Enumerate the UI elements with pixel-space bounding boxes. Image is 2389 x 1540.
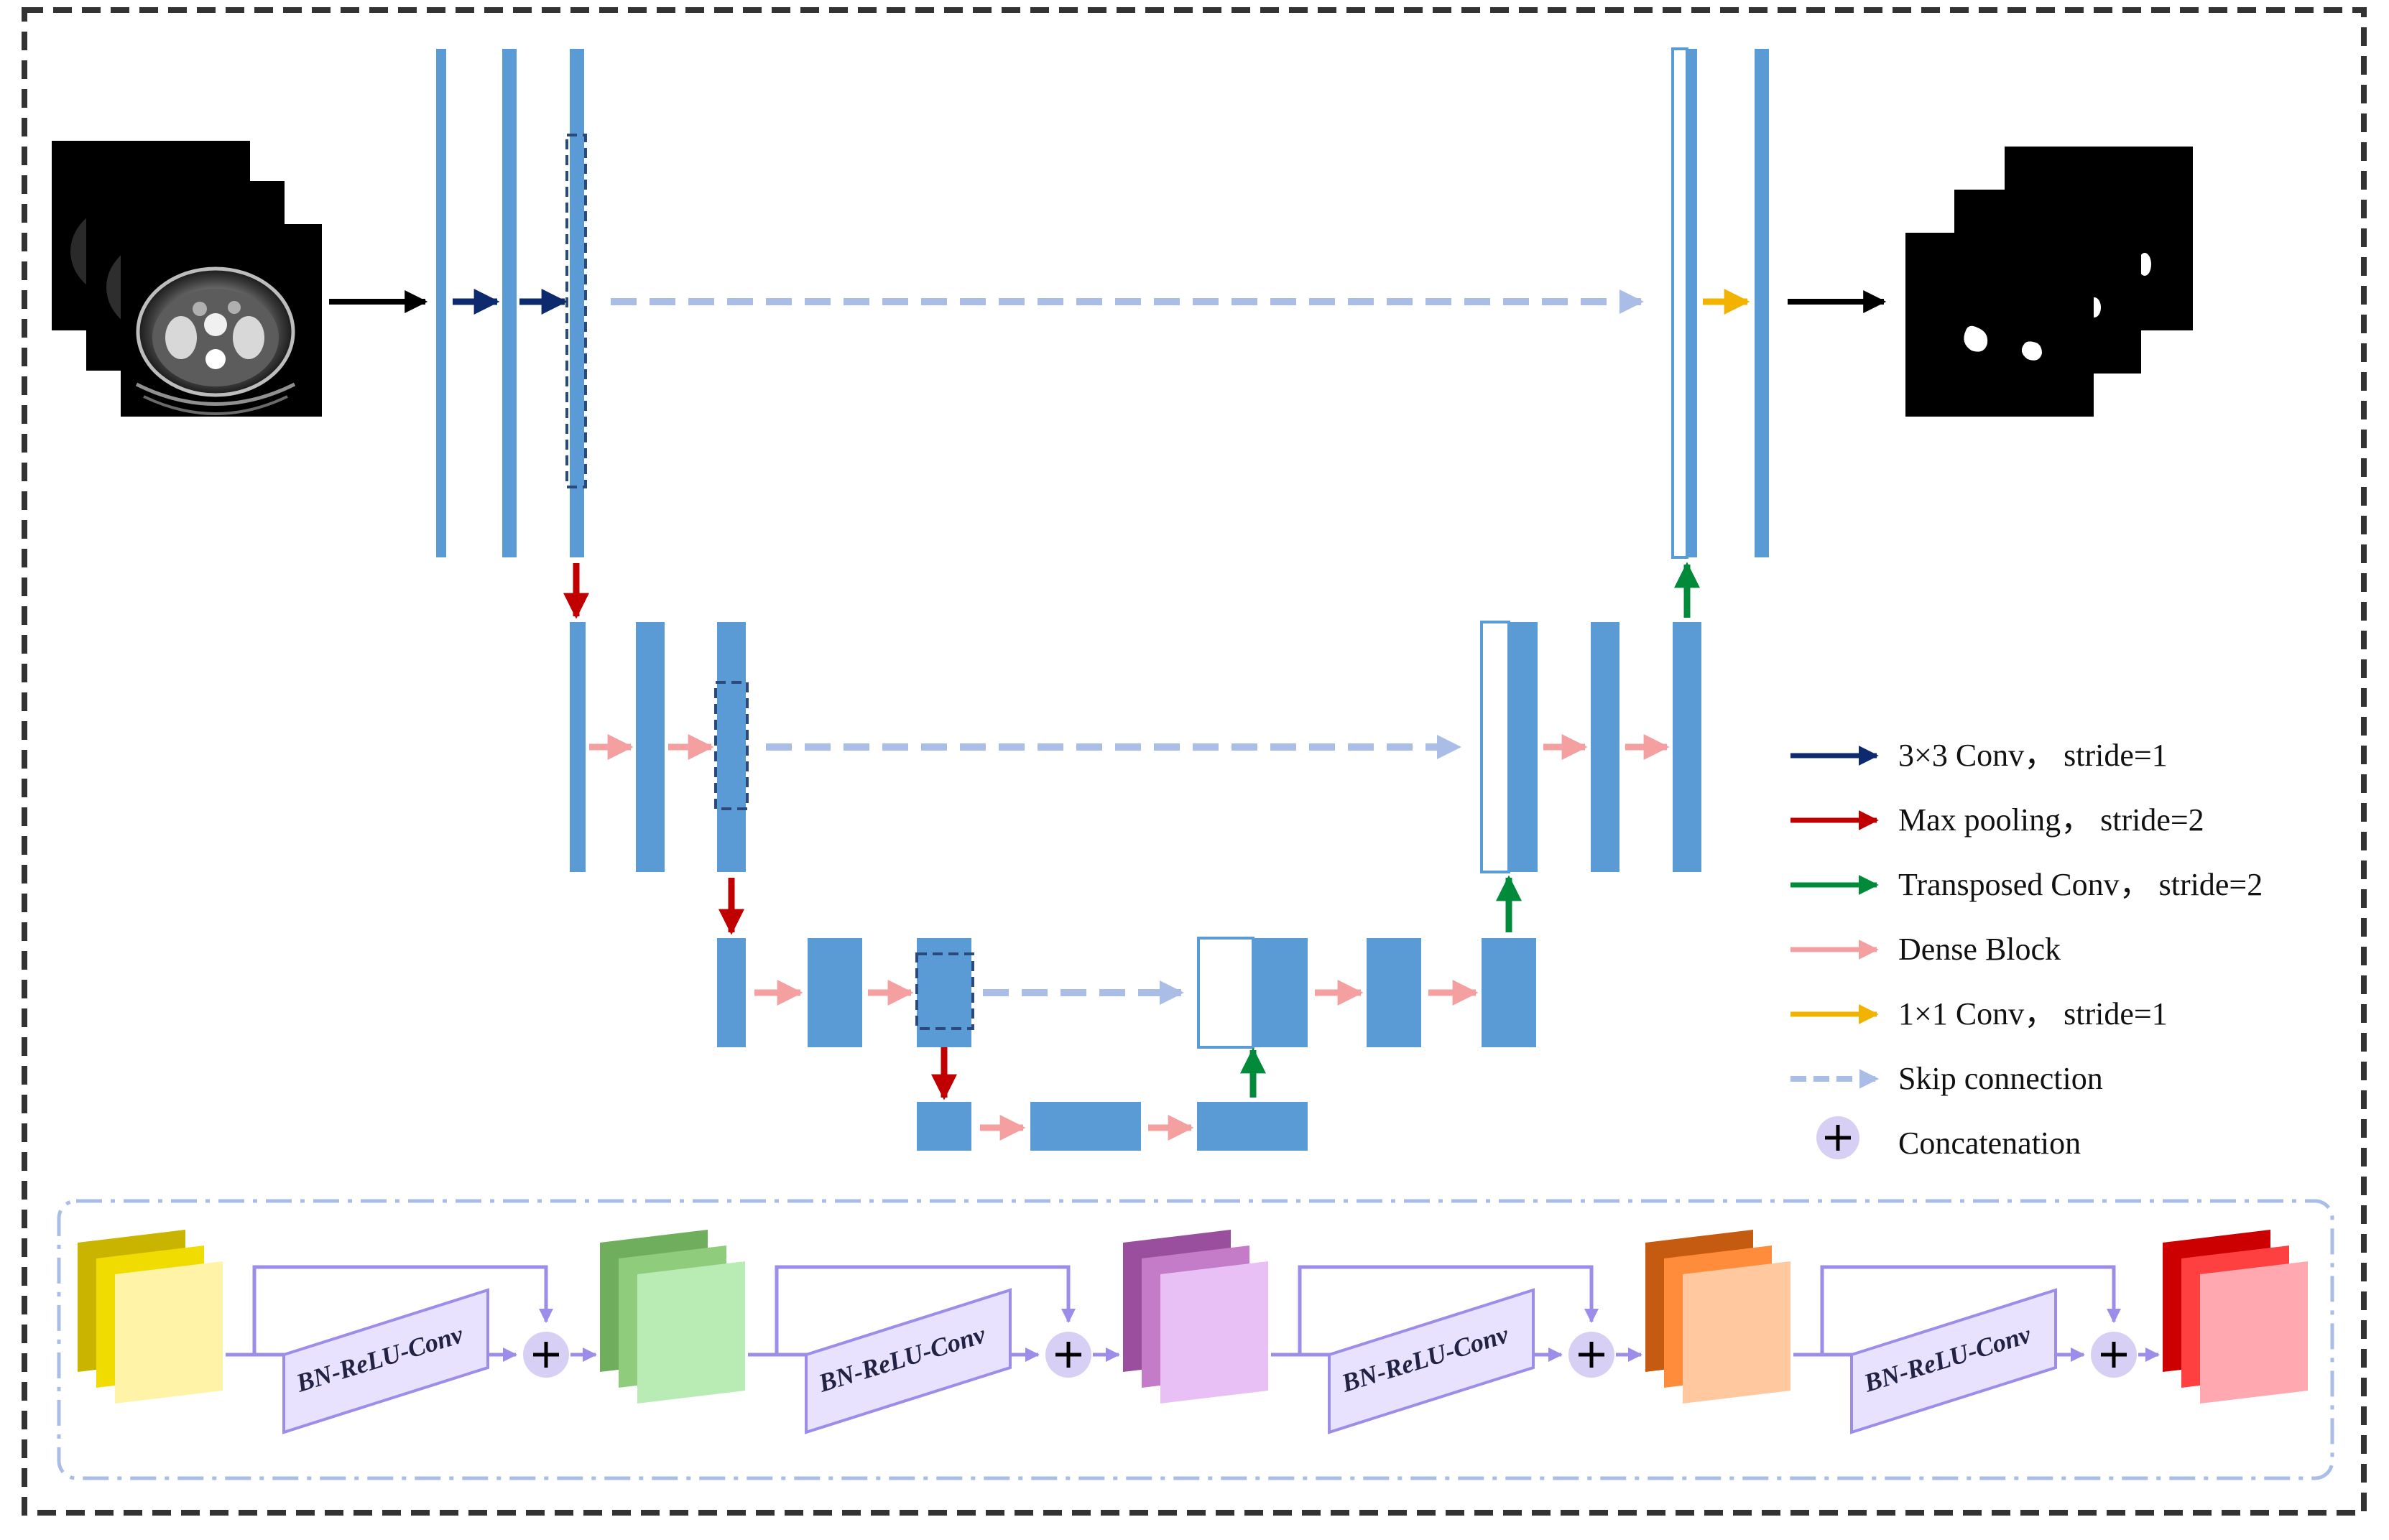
bn-relu-conv-box bbox=[1850, 1288, 2057, 1434]
feature-map bbox=[570, 622, 586, 872]
feature-map bbox=[1482, 938, 1536, 1047]
feature-map bbox=[436, 49, 446, 557]
legend-label: 1×1 Conv， stride=1 bbox=[1898, 996, 2168, 1031]
feature-map bbox=[1755, 49, 1769, 557]
feature-map bbox=[808, 938, 862, 1047]
feature-stack-orange bbox=[1645, 1230, 1790, 1404]
feature-layer bbox=[2200, 1261, 2308, 1404]
bypass-connection bbox=[775, 1265, 1076, 1355]
bypass-connection bbox=[252, 1265, 553, 1355]
feature-layer bbox=[1683, 1261, 1790, 1404]
legend-label: Dense Block bbox=[1898, 932, 2061, 967]
legend-item-maxpool: Max pooling， stride=2 bbox=[1790, 802, 2204, 838]
legend-item-conv3: 3×3 Conv， stride=1 bbox=[1790, 738, 2168, 773]
bypass-connection bbox=[1820, 1265, 2121, 1355]
feature-stack-yellow bbox=[78, 1230, 223, 1404]
legend-item-conv1: 1×1 Conv， stride=1 bbox=[1790, 996, 2168, 1031]
dense-unit: BN-ReLU-Conv bbox=[226, 1265, 598, 1434]
dense-unit: BN-ReLU-Conv bbox=[748, 1265, 1121, 1434]
input-ct-stack bbox=[52, 141, 322, 417]
legend-label: Concatenation bbox=[1898, 1126, 2081, 1161]
concat-copied-map bbox=[1671, 47, 1688, 559]
dense-block-detail: BN-ReLU-Conv BN-ReLU-Conv BN-ReLU-Conv BN-R… bbox=[78, 1230, 2308, 1434]
feature-stack-green bbox=[600, 1230, 745, 1404]
legend-item-skip: Skip connection bbox=[1790, 1061, 2103, 1096]
segmentation-mask bbox=[1964, 325, 2042, 361]
dense-unit: BN-ReLU-Conv bbox=[1793, 1265, 2161, 1434]
feature-map bbox=[636, 622, 665, 872]
legend-item-dense: Dense Block bbox=[1790, 932, 2061, 967]
feature-map bbox=[502, 49, 517, 557]
crop-region bbox=[565, 134, 587, 488]
feature-map bbox=[1591, 622, 1619, 872]
feature-map bbox=[1197, 1102, 1308, 1151]
bn-relu-conv-box bbox=[805, 1288, 1012, 1434]
concat-copied-map bbox=[1480, 621, 1510, 873]
legend-label: Max pooling， stride=2 bbox=[1898, 802, 2204, 838]
legend-item-concat: Concatenation bbox=[1816, 1116, 2081, 1161]
legend-item-transposed: Transposed Conv， stride=2 bbox=[1790, 867, 2263, 902]
feature-map bbox=[1509, 622, 1538, 872]
concat-copied-map bbox=[1197, 937, 1254, 1049]
legend-label: Transposed Conv， stride=2 bbox=[1898, 867, 2263, 902]
feature-map bbox=[570, 49, 584, 557]
legend-label: 3×3 Conv， stride=1 bbox=[1898, 738, 2168, 773]
outer-frame bbox=[22, 7, 2367, 1516]
feature-stack-red bbox=[2163, 1230, 2308, 1404]
feature-map bbox=[1253, 938, 1308, 1047]
legend: 3×3 Conv， stride=1 Max pooling， stride=2… bbox=[1790, 738, 2263, 1161]
crop-region bbox=[714, 681, 749, 810]
output-mask-stack bbox=[1905, 147, 2193, 417]
ct-slice-image bbox=[135, 266, 296, 415]
feature-layer bbox=[115, 1261, 223, 1404]
legend-label: Skip connection bbox=[1898, 1061, 2103, 1096]
feature-map bbox=[1030, 1102, 1141, 1151]
dense-unit: BN-ReLU-Conv bbox=[1271, 1265, 1643, 1434]
feature-map bbox=[717, 622, 746, 872]
feature-map bbox=[1367, 938, 1421, 1047]
bn-relu-conv-box bbox=[1328, 1288, 1535, 1434]
feature-map bbox=[917, 1102, 971, 1151]
crop-region bbox=[915, 952, 974, 1030]
feature-layer bbox=[1160, 1261, 1268, 1404]
bn-relu-conv-box bbox=[282, 1288, 489, 1434]
bypass-connection bbox=[1298, 1265, 1599, 1355]
feature-layer bbox=[637, 1261, 745, 1404]
feature-stack-purple bbox=[1123, 1230, 1268, 1404]
dense-block-frame bbox=[57, 1199, 2334, 1480]
feature-map bbox=[1687, 49, 1697, 557]
feature-map bbox=[1673, 622, 1701, 872]
feature-map bbox=[717, 938, 746, 1047]
